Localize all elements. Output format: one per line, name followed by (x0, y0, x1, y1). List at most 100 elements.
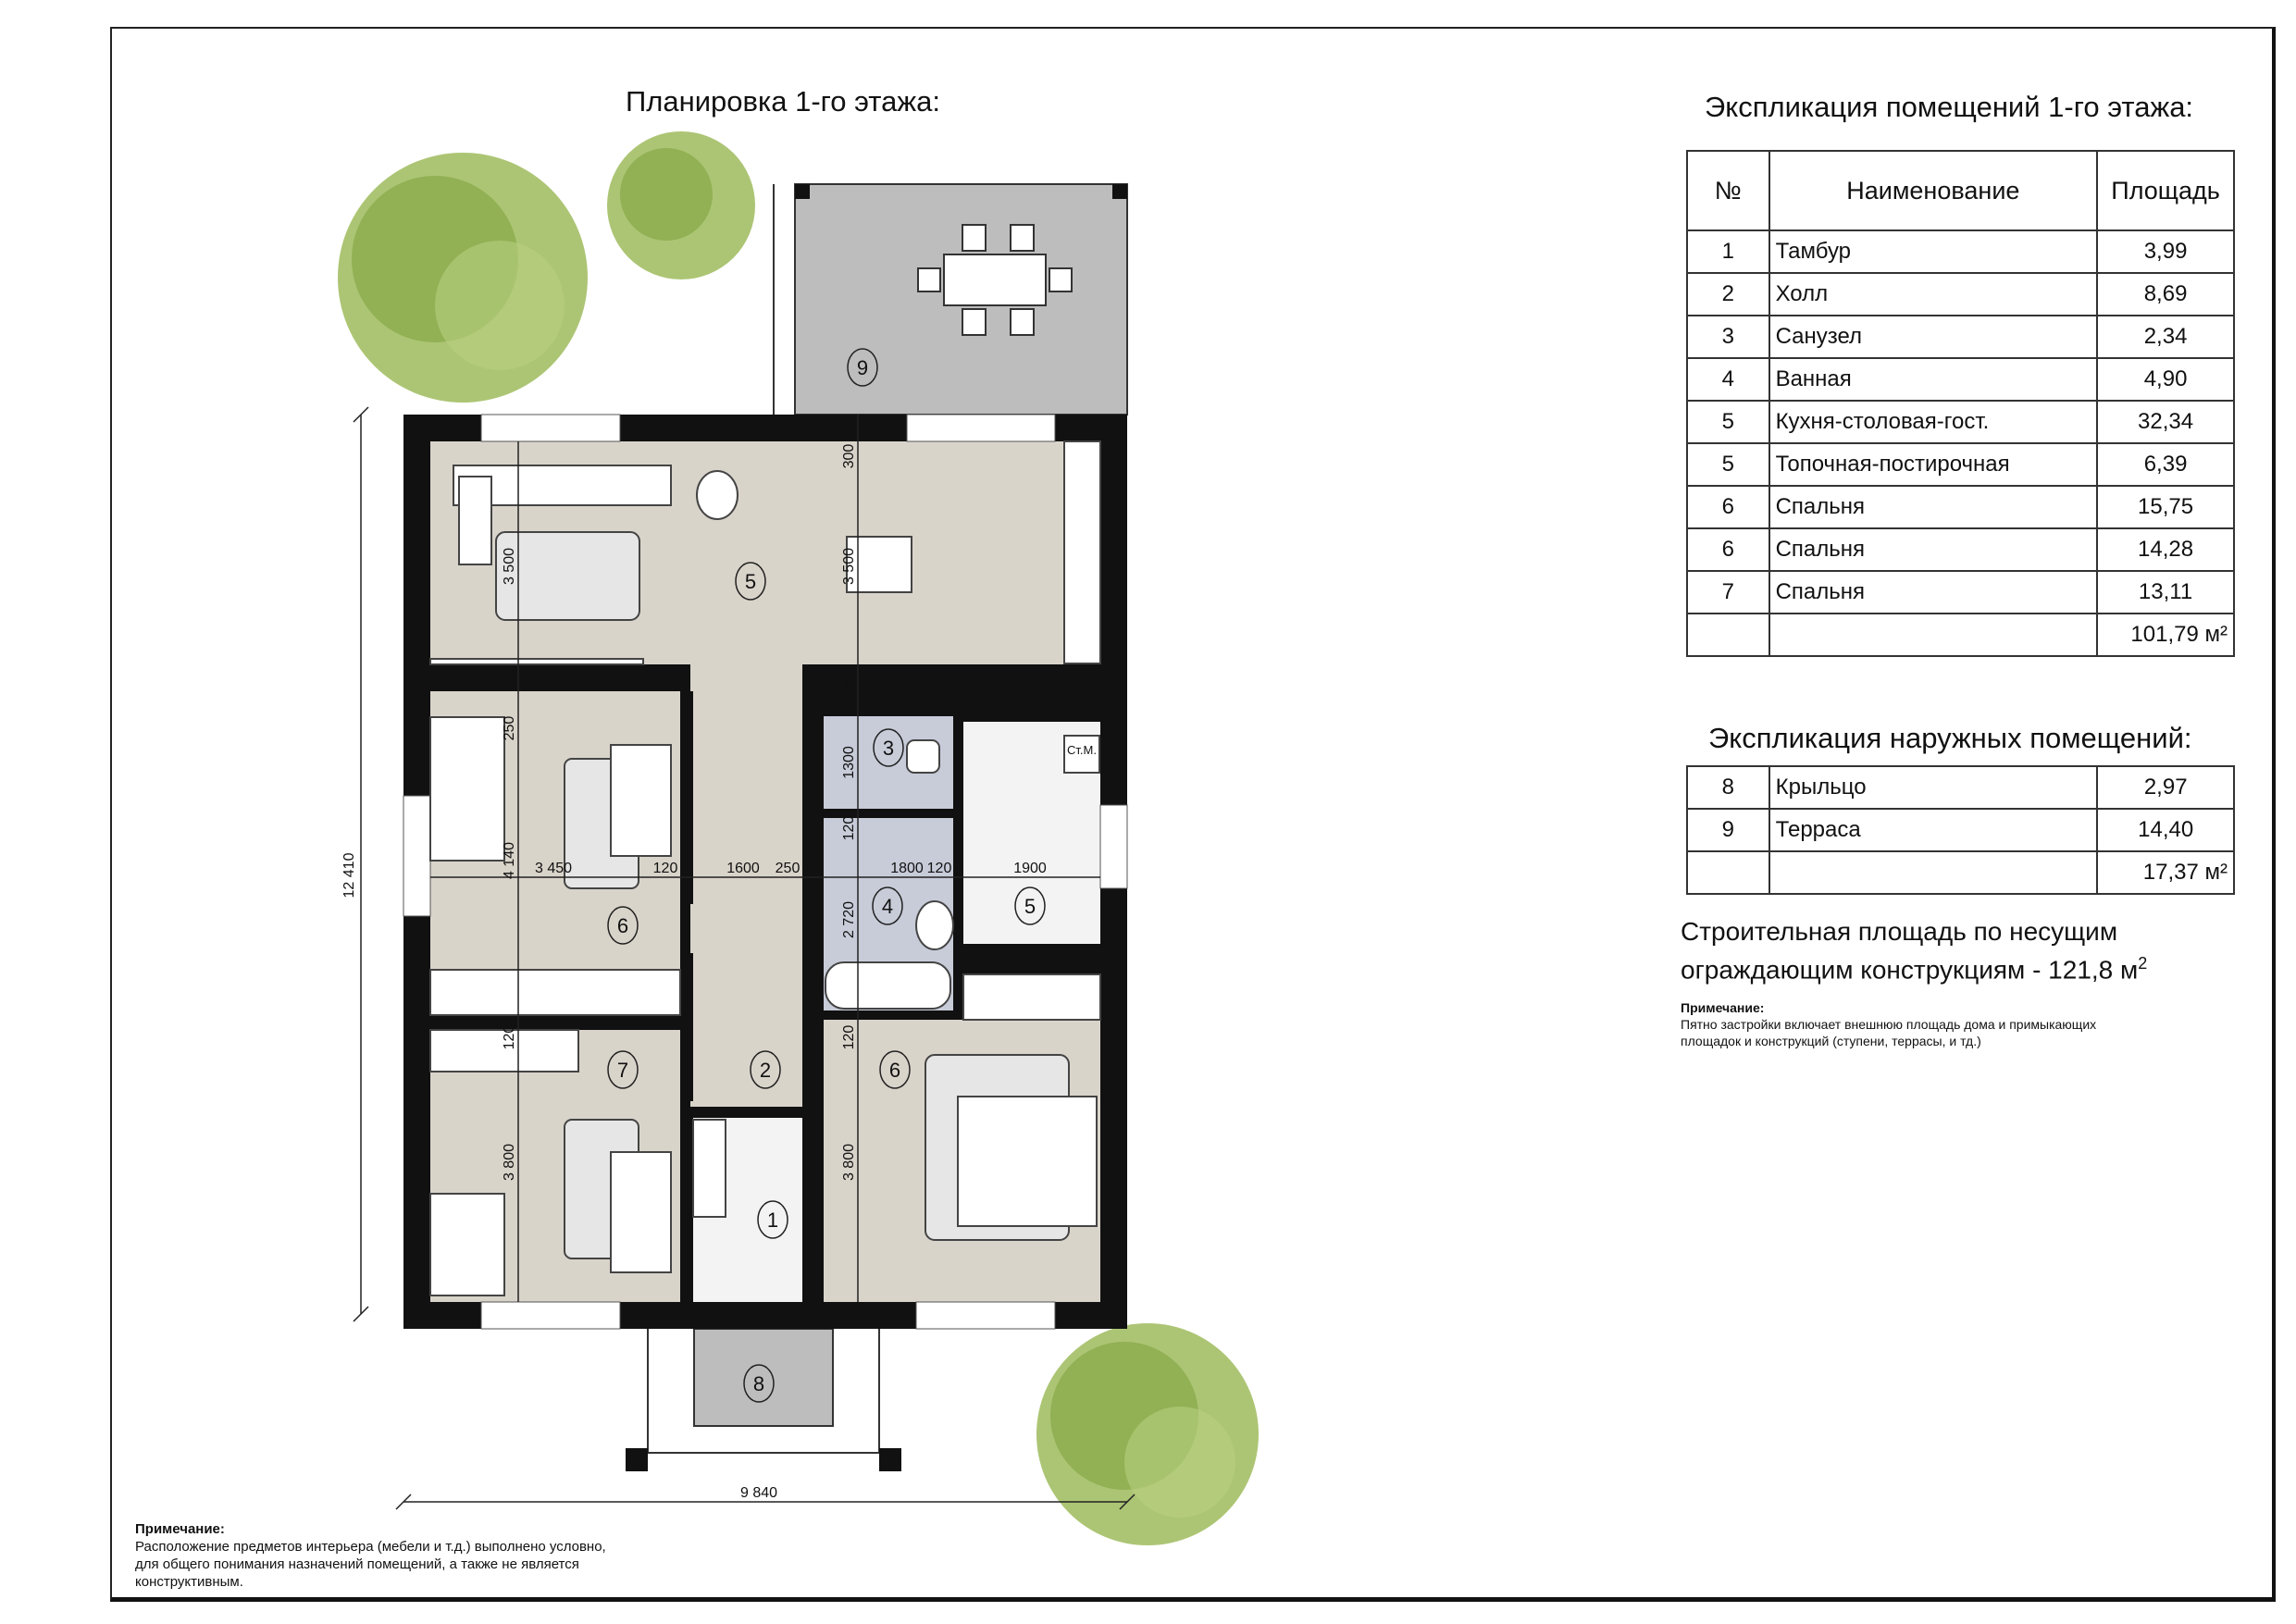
furniture-note: Примечание: Расположение предметов интер… (135, 1520, 606, 1591)
cell-name: Кухня-столовая-гост. (1768, 400, 2099, 444)
dim-label: 120 (841, 1025, 857, 1050)
dim-label: 2 720 (841, 901, 857, 938)
dim-label: 250 (776, 861, 800, 876)
terrace-dining-table (917, 224, 1073, 336)
room-number: 8 (753, 1372, 764, 1395)
cell-area: 13,11 (2096, 570, 2235, 614)
cell-empty (1686, 613, 1770, 657)
room-number: 4 (882, 895, 893, 918)
dim-label: 3 800 (841, 1144, 857, 1181)
dim-label: 1600 (726, 861, 760, 876)
cell-number: 6 (1686, 485, 1770, 529)
dim-label: 3 800 (502, 1144, 517, 1181)
total-row: 101,79 м² (1686, 613, 2235, 657)
room-number: 9 (857, 356, 868, 379)
footprint-note: Примечание: Пятно застройки включает вне… (1681, 999, 2096, 1049)
cell-empty (1686, 850, 1770, 895)
dimension-lines (353, 406, 1136, 1510)
cell-area: 15,75 (2096, 485, 2235, 529)
cell-number: 6 (1686, 527, 1770, 572)
cell-number: 8 (1686, 765, 1770, 810)
building-area-line: ограждающим конструкциям - 121,8 м (1681, 955, 2139, 985)
cell-area: 2,97 (2096, 765, 2235, 810)
note-line: Пятно застройки включает внешнюю площадь… (1681, 1017, 2097, 1032)
header-area: Площадь (2096, 150, 2235, 231)
building-area: Строительная площадь по несущим ограждаю… (1681, 916, 2147, 986)
dim-label: 1800 (890, 861, 924, 876)
dim-label: 1900 (1013, 861, 1047, 876)
overall-height-dimension: 12 410 (341, 852, 357, 898)
room-number: 6 (889, 1059, 900, 1082)
exterior-table-title: Экспликация наружных помещений: (1708, 722, 2192, 754)
cell-area: 4,90 (2096, 357, 2235, 402)
cell-number: 5 (1686, 442, 1770, 487)
dim-label: 3 500 (502, 548, 517, 585)
dim-label: 1300 (841, 746, 857, 779)
cell-name: Тамбур (1768, 229, 2099, 274)
cell-area: 3,99 (2096, 229, 2235, 274)
building-area-line: Строительная площадь по несущим (1681, 917, 2118, 946)
total-area: 17,37 м² (2096, 850, 2235, 895)
dim-label: 120 (653, 861, 678, 876)
dim-label: 3 450 (535, 861, 572, 876)
room-number: 7 (617, 1059, 628, 1082)
cell-number: 3 (1686, 315, 1770, 359)
cell-number: 9 (1686, 808, 1770, 852)
cell-area: 8,69 (2096, 272, 2235, 316)
total-row: 17,37 м² (1686, 850, 2235, 895)
room-markers: 5 3 4 5 6 7 2 6 1 8 9 (607, 348, 1046, 1403)
note-line: конструктивным. (135, 1574, 243, 1590)
cell-area: 32,34 (2096, 400, 2235, 444)
tree-icon (1036, 1323, 1259, 1545)
drawing-frame (110, 27, 2276, 1602)
room-number: 5 (745, 570, 756, 593)
dim-label: 4 140 (502, 842, 517, 879)
plan-title: Планировка 1-го этажа: (626, 85, 940, 118)
dimension-labels: 12 410 9 840 3 500 3 500 300 250 250 4 1… (341, 444, 1097, 1501)
header-name: Наименование (1768, 150, 2099, 231)
header-number: № (1686, 150, 1770, 231)
cell-number: 2 (1686, 272, 1770, 316)
dim-label: 250 (502, 716, 517, 741)
cell-name: Спальня (1768, 485, 2099, 529)
cell-name: Холл (1768, 272, 2099, 316)
cell-empty (1768, 850, 2099, 895)
note-title: Примечание: (135, 1521, 225, 1537)
cell-area: 2,34 (2096, 315, 2235, 359)
dim-label: 120 (502, 1025, 517, 1050)
dim-label: 120 (927, 861, 952, 876)
cell-area: 14,40 (2096, 808, 2235, 852)
cell-name: Крыльцо (1768, 765, 2099, 810)
cell-name: Топочная-постирочная (1768, 442, 2099, 487)
furniture (429, 440, 1101, 1296)
tree-icon (338, 153, 588, 403)
cell-name: Спальня (1768, 527, 2099, 572)
room-number: 3 (883, 737, 894, 760)
dim-label: 3 500 (841, 548, 857, 585)
dim-label: 300 (841, 444, 857, 469)
cell-number: 4 (1686, 357, 1770, 402)
cell-area: 14,28 (2096, 527, 2235, 572)
cell-name: Ванная (1768, 357, 2099, 402)
superscript: 2 (2138, 954, 2148, 973)
hall-floor (690, 664, 802, 1107)
note-title: Примечание: (1681, 1000, 1765, 1015)
interior-table-title: Экспликация помещений 1-го этажа: (1705, 91, 2194, 123)
dim-label: 250 (841, 668, 857, 693)
room-number: 6 (617, 914, 628, 937)
cell-number: 7 (1686, 570, 1770, 614)
cell-empty (1768, 613, 2099, 657)
washing-machine-label: Ст.М. (1067, 743, 1097, 757)
cell-name: Санузел (1768, 315, 2099, 359)
